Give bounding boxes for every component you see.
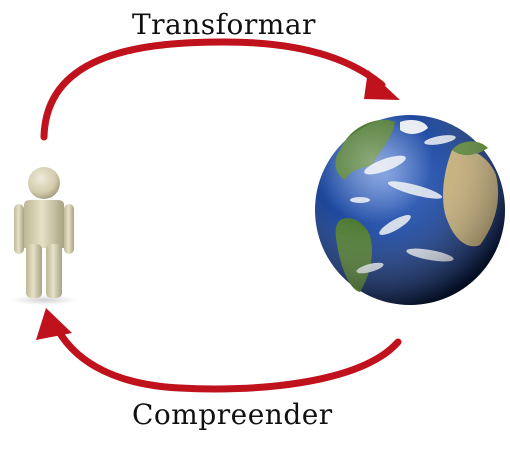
globe-shading xyxy=(315,115,505,305)
person-torso xyxy=(24,200,64,248)
compreender-label: Compreender xyxy=(132,398,333,431)
compreender-arrow xyxy=(36,308,402,393)
person-right-leg xyxy=(46,244,62,298)
person-head xyxy=(28,167,60,199)
person-left-arm xyxy=(14,204,24,254)
person-floor-shadow xyxy=(12,295,76,305)
transformar-label: Transformar xyxy=(132,8,316,41)
person-left-leg xyxy=(26,244,42,298)
compreender-arrow-shaft xyxy=(54,326,402,393)
person-figure-icon xyxy=(12,167,76,305)
transformar-arrow-head xyxy=(364,70,400,100)
compreender-arrow-head xyxy=(36,308,72,340)
transformar-arrow xyxy=(40,38,400,141)
earth-globe-icon xyxy=(315,115,505,305)
person-right-arm xyxy=(64,204,74,254)
transformar-arrow-shaft xyxy=(40,38,386,141)
